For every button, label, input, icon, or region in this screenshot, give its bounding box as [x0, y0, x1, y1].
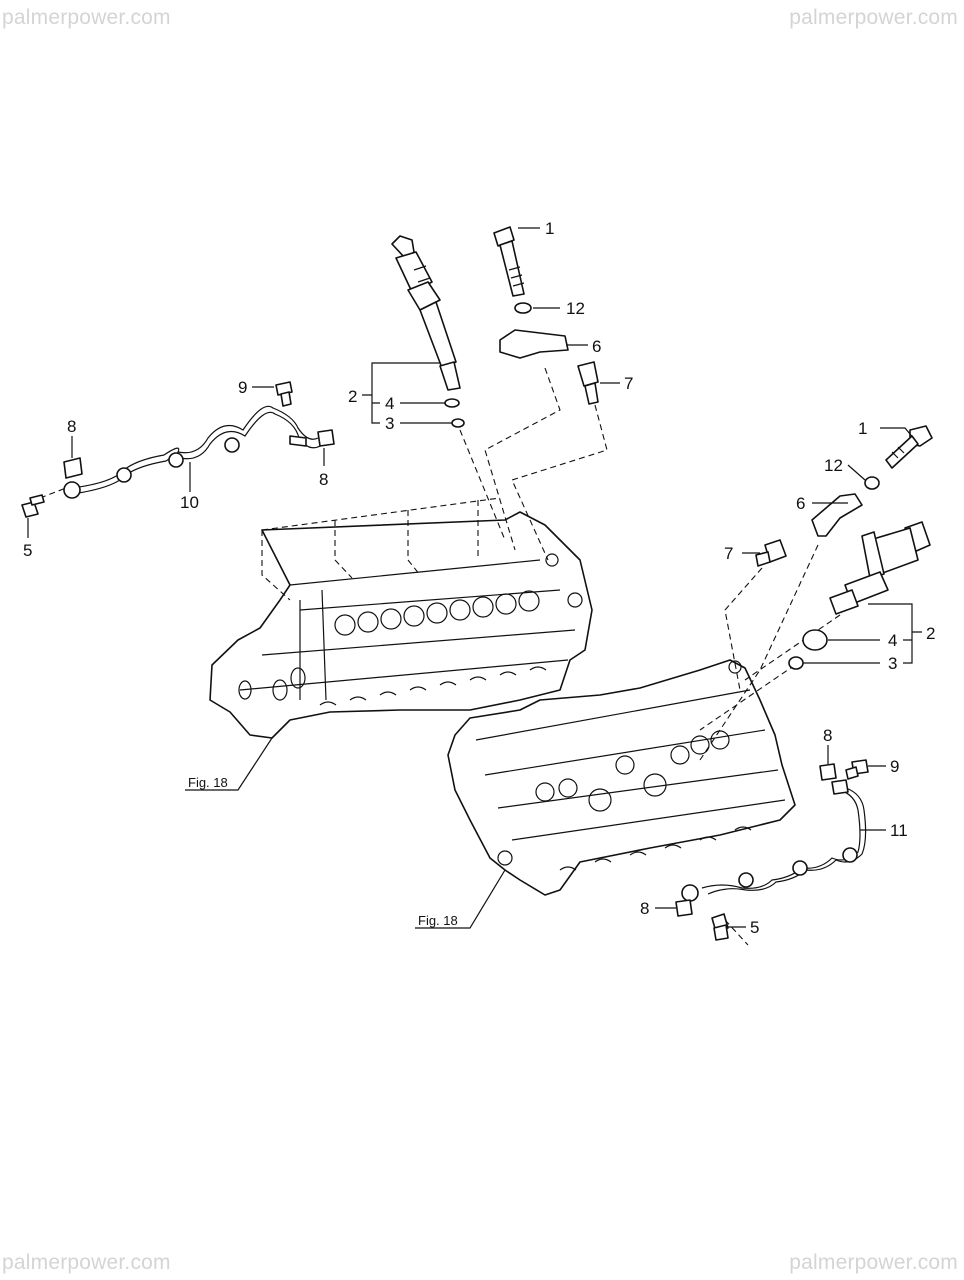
left-injector [391, 235, 461, 391]
right-injector-oring [802, 629, 828, 651]
right-fig-reference: Fig. 18 [418, 913, 458, 928]
right-guide-lines [699, 544, 841, 946]
left-injector-oring [444, 398, 460, 408]
right-callout-bolt: 1 [858, 419, 867, 438]
left-callout-leak-pipe: 10 [180, 493, 199, 512]
watermark-top-left: palmerpower.com [2, 6, 171, 29]
left-callout-bolt: 1 [545, 219, 554, 238]
right-leak-off-pipe [681, 779, 867, 902]
left-fig-reference: Fig. 18 [188, 775, 228, 790]
right-leak-bolt [845, 759, 869, 780]
right-sensor [755, 539, 787, 567]
right-callout-leak-pipe: 11 [890, 821, 908, 840]
left-hold-down-bolt [493, 226, 525, 297]
left-clip-right [317, 429, 335, 447]
left-guide-lines [39, 367, 608, 601]
left-callout-clamp: 6 [592, 337, 601, 356]
left-clip-upper [63, 457, 83, 479]
left-washer [514, 302, 532, 314]
right-cylinder-head [447, 659, 796, 896]
right-union-bolt [711, 913, 729, 941]
watermark-bottom-right: palmerpower.com [789, 1251, 958, 1274]
watermark-bottom-left: palmerpower.com [2, 1251, 171, 1274]
left-callout-clip-right: 8 [319, 470, 328, 489]
right-washer [864, 476, 880, 490]
right-callout-injector: 2 [926, 624, 935, 643]
left-callout-oring: 4 [385, 394, 394, 413]
right-callout-seal: 3 [888, 654, 897, 673]
left-callout-washer: 12 [566, 299, 585, 318]
right-callout-leak-bolt: 9 [890, 757, 899, 776]
right-callout-clip-upper: 8 [823, 726, 832, 745]
left-callout-leak-bolt: 9 [238, 378, 247, 397]
left-injector-clamp [499, 329, 569, 359]
right-injector-clamp [811, 493, 863, 537]
left-callout-seal: 3 [385, 414, 394, 433]
watermark-top-right: palmerpower.com [789, 6, 958, 29]
left-head-ports [238, 666, 547, 706]
right-callout-washer: 12 [824, 456, 843, 475]
right-head-cam-bores [535, 730, 730, 812]
right-callout-oring: 4 [888, 631, 897, 650]
left-cylinder-head [209, 511, 593, 739]
right-head-ports [559, 826, 752, 871]
left-head-cam-bores [334, 590, 540, 636]
right-callout-clip-lower: 8 [640, 899, 649, 918]
left-callout-injector: 2 [348, 387, 357, 406]
right-callout-clamp: 6 [796, 494, 805, 513]
right-hold-down-bolt [885, 425, 933, 469]
right-callout-sensor: 7 [724, 544, 733, 563]
right-injector [829, 521, 931, 615]
left-leak-off-pipe [63, 405, 321, 499]
left-callout-sensor: 7 [624, 374, 633, 393]
left-leak-bolt [275, 381, 293, 407]
left-callout-clip-upper: 8 [67, 417, 76, 436]
left-sensor [577, 361, 599, 405]
right-clip-lower [675, 899, 693, 917]
left-callout-union-bolt: 5 [23, 541, 32, 560]
right-callout-union-bolt: 5 [750, 918, 759, 937]
right-clip-upper [819, 763, 837, 781]
left-union-bolt [21, 494, 45, 518]
right-injector-seal [788, 656, 804, 670]
left-injector-seal [451, 418, 465, 428]
